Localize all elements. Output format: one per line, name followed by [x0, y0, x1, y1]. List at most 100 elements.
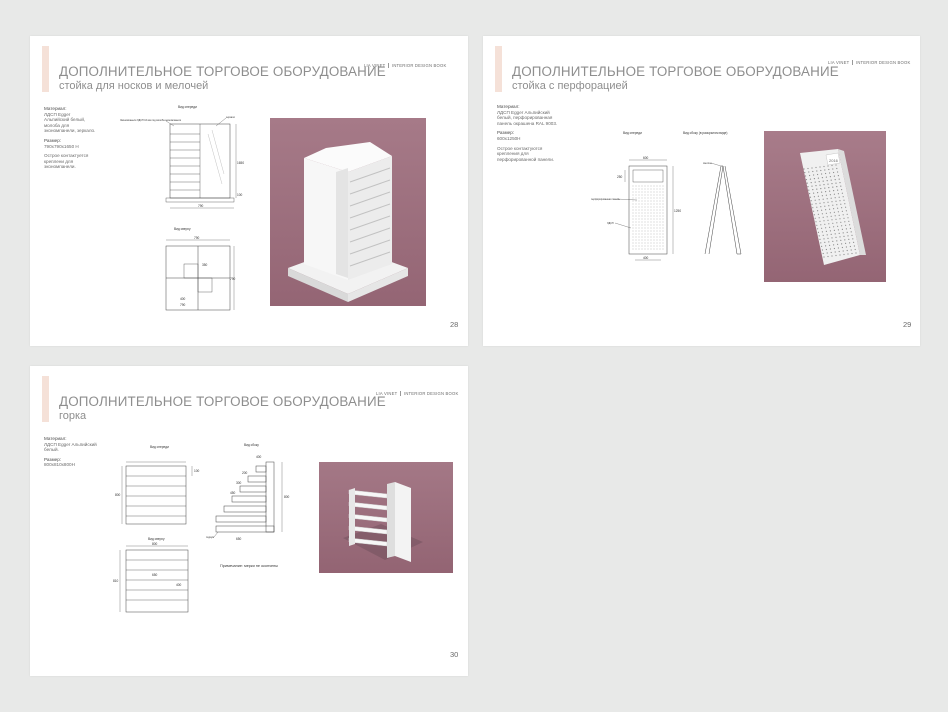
perforation-hole	[632, 218, 634, 220]
perforation-hole	[809, 178, 811, 180]
perforation-hole	[650, 200, 652, 202]
perforation-hole	[817, 231, 819, 233]
perforation-hole	[638, 248, 640, 250]
perforated-stand-render: 2016	[800, 149, 866, 265]
perforation-hole	[659, 221, 661, 223]
perforation-hole	[843, 235, 845, 237]
perforation-hole	[641, 191, 643, 193]
perforation-hole	[653, 206, 655, 208]
dim-side-step-4: 450	[230, 491, 236, 495]
perforation-hole	[835, 200, 837, 202]
perforation-hole	[644, 212, 646, 214]
dim-top-depth: 810	[113, 579, 119, 583]
perforation-hole	[635, 233, 637, 235]
perforation-hole	[662, 239, 664, 241]
side-view-drawing: Вид сбоку 800 400 200 300 450 650 подиум	[206, 442, 306, 552]
perforation-hole	[662, 194, 664, 196]
perforation-hole	[827, 201, 829, 203]
perforation-hole	[837, 189, 839, 191]
perforation-hole	[632, 200, 634, 202]
perforation-hole	[828, 187, 830, 189]
perforation-hole	[812, 170, 814, 173]
title-accent-bar	[495, 46, 502, 92]
size-text: 790х790х1650 Н	[44, 143, 79, 149]
perforation-hole	[845, 246, 847, 248]
perforation-hole	[845, 210, 847, 212]
dim-panel-height: 1250	[674, 209, 681, 213]
perforation-hole	[825, 172, 827, 175]
perforation-hole	[829, 176, 831, 178]
perforation-hole	[829, 226, 831, 228]
perforation-hole	[644, 224, 646, 226]
perforation-hole	[846, 249, 848, 252]
view-top-label: Вид сверху	[148, 537, 165, 541]
perforation-hole	[824, 205, 826, 207]
perforation-hole	[837, 225, 839, 227]
perforation-hole	[832, 204, 834, 206]
perforation-hole	[841, 207, 843, 209]
perforation-hole	[635, 230, 637, 232]
perforation-hole	[632, 227, 634, 229]
perforation-hole	[647, 221, 649, 223]
perforation-hole	[644, 221, 646, 223]
page-number: 29	[903, 320, 912, 329]
perforation-hole	[644, 215, 646, 217]
perforation-hole	[848, 238, 850, 240]
page-title: ДОПОЛНИТЕЛЬНОЕ ТОРГОВОЕ ОБОРУДОВАНИЕ	[512, 64, 839, 79]
perforation-hole	[824, 223, 826, 225]
perforation-hole	[662, 242, 664, 244]
perforation-hole	[641, 233, 643, 235]
brand-book: INTERIOR DESIGN BOOK	[855, 60, 911, 65]
size-label: Размер:	[497, 130, 515, 136]
perforation-hole	[662, 197, 664, 199]
perforation-hole	[815, 185, 817, 187]
perforation-hole	[816, 170, 818, 172]
perforation-hole	[820, 224, 822, 226]
perforation-hole	[653, 230, 655, 232]
callout-mount: светлое	[703, 162, 712, 165]
perforation-hole	[838, 250, 840, 253]
brand-book: INTERIOR DESIGN BOOK	[391, 63, 447, 68]
perforation-hole	[821, 227, 823, 229]
material-text: ЛДСП Egger Альпийский белый.	[44, 441, 97, 453]
perforation-hole	[656, 242, 658, 244]
dim-base-width: 400	[643, 256, 649, 260]
dim-top-inner-right: 400	[176, 583, 182, 587]
perforation-hole	[659, 209, 661, 211]
perforation-hole	[812, 189, 814, 191]
perforation-hole	[839, 236, 841, 238]
perforation-hole	[824, 241, 826, 243]
perforation-hole	[837, 207, 839, 209]
perforation-hole	[827, 219, 829, 221]
perforation-hole	[647, 218, 649, 220]
perforation-hole	[647, 242, 649, 244]
perforation-hole	[638, 239, 640, 241]
perforation-hole	[650, 212, 652, 214]
perforation-hole	[656, 206, 658, 208]
perforation-hole	[822, 234, 824, 236]
perforation-hole	[816, 224, 818, 226]
perforation-hole	[825, 176, 827, 178]
perforation-hole	[844, 203, 846, 205]
size-text: 800х810х800Н	[44, 462, 75, 468]
page-number: 28	[450, 320, 459, 329]
front-view-drawing: Вид спереди Экономпанели ЛДСП 16 мм под …	[118, 104, 248, 214]
page-title: ДОПОЛНИТЕЛЬНОЕ ТОРГОВОЕ ОБОРУДОВАНИЕ	[59, 394, 386, 409]
perforation-hole	[821, 191, 823, 193]
perforation-hole	[659, 248, 661, 250]
perforation-hole	[821, 173, 823, 175]
perforation-hole	[829, 248, 831, 250]
perforation-hole	[641, 203, 643, 205]
perforation-hole	[818, 181, 820, 183]
perforation-hole	[635, 236, 637, 238]
perforation-hole	[653, 212, 655, 214]
perforation-hole	[641, 218, 643, 220]
perforation-hole	[635, 200, 637, 202]
spec-note: Острое контактуются крепления для перфор…	[497, 145, 555, 162]
perforation-hole	[805, 175, 807, 177]
perforation-hole	[641, 224, 643, 226]
perforation-hole	[819, 238, 821, 240]
perforation-hole	[650, 191, 652, 193]
perforation-hole	[632, 185, 634, 187]
perforation-hole	[653, 194, 655, 196]
